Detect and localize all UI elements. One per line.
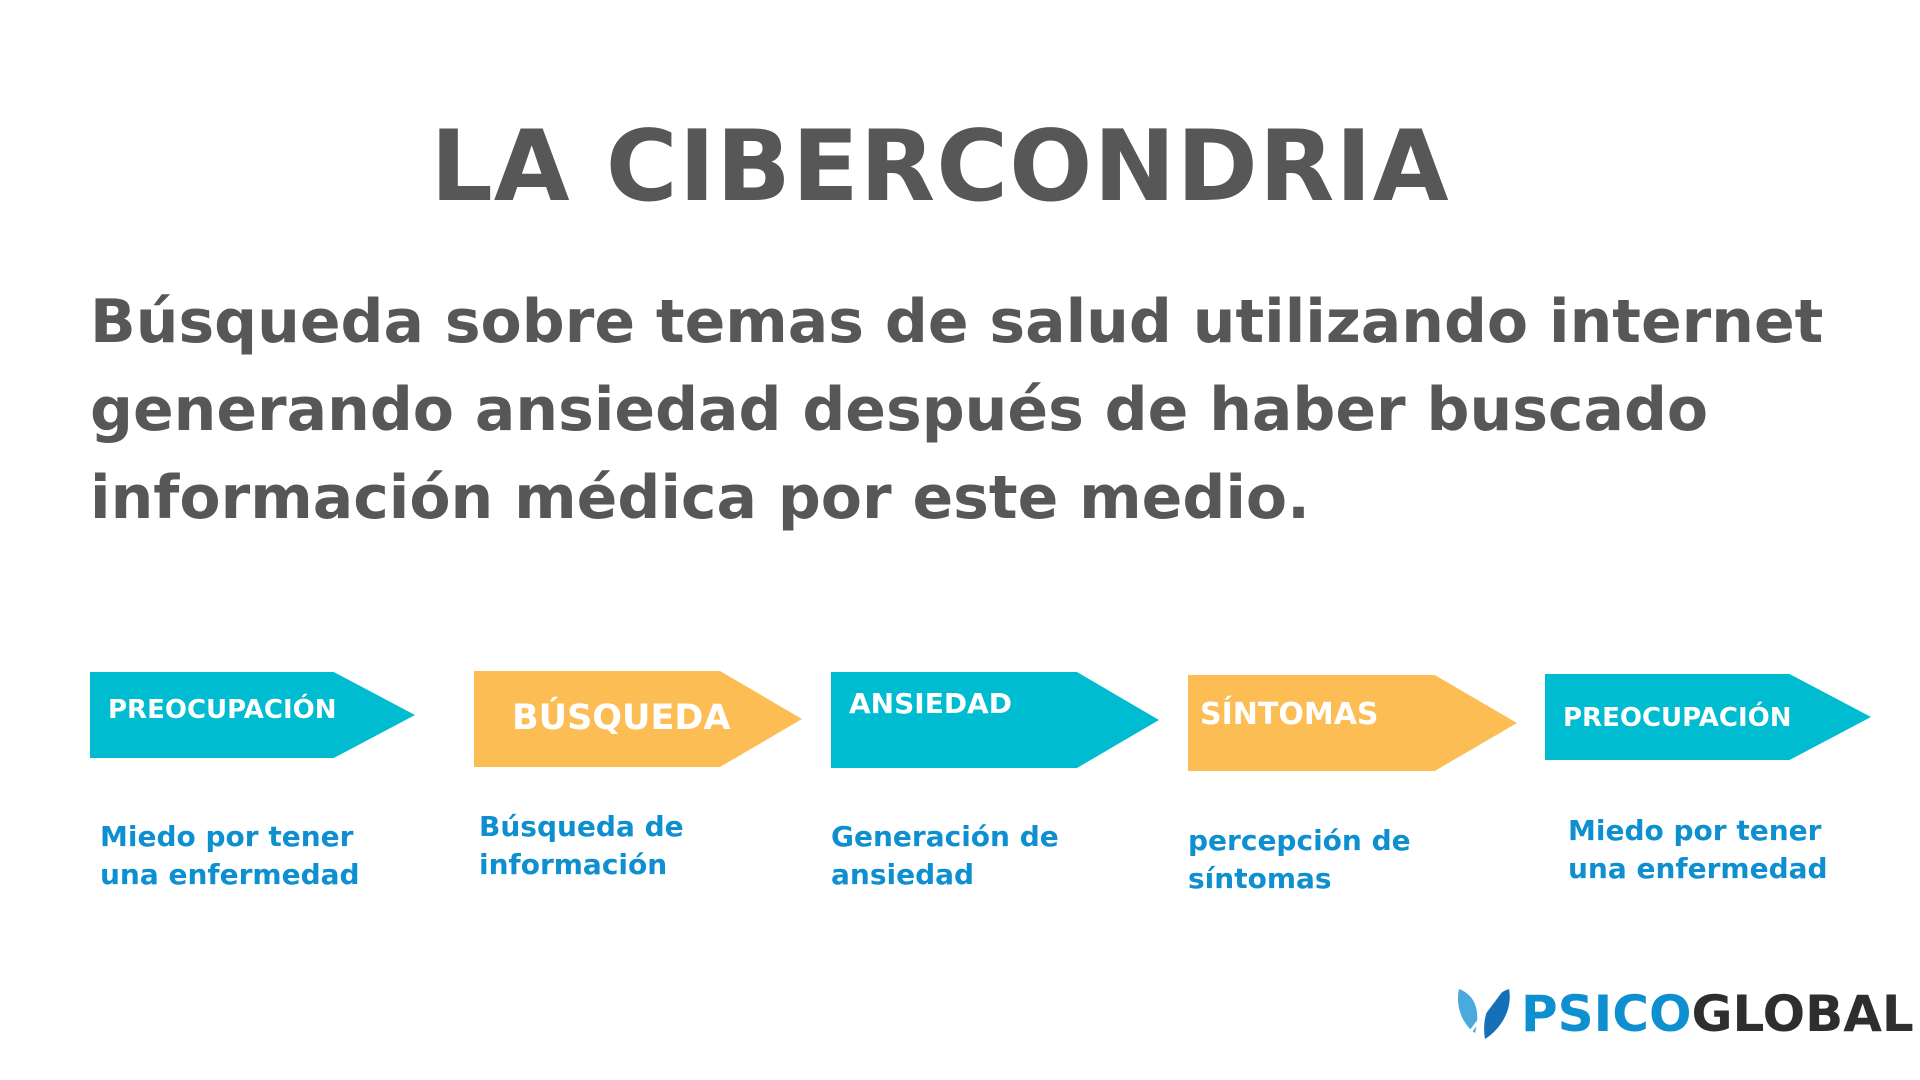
logo-text-psico: PSICO <box>1521 985 1692 1043</box>
step-label: PREOCUPACIÓN <box>1563 703 1792 733</box>
logo-text: PSICOGLOBAL <box>1521 989 1914 1039</box>
step-label: PREOCUPACIÓN <box>108 695 337 725</box>
step-description: Miedo por tener una enfermedad <box>100 818 400 894</box>
step-description-line: Miedo por tener <box>1568 814 1822 847</box>
step-label: SÍNTOMAS <box>1200 696 1379 732</box>
step-description-line: Búsqueda de <box>479 810 684 843</box>
step-description-line: síntomas <box>1188 862 1332 895</box>
leaf-icon <box>1457 989 1510 1040</box>
step-description-line: percepción de <box>1188 824 1411 857</box>
logo-text-global: GLOBAL <box>1691 985 1914 1043</box>
page-title: LA CIBERCONDRIA <box>430 110 1450 224</box>
step-description: Búsqueda de información <box>479 808 779 884</box>
step-description-line: una enfermedad <box>1568 852 1828 885</box>
step-description: percepción de síntomas <box>1188 822 1488 898</box>
step-description-line: ansiedad <box>831 858 975 891</box>
step-label: ANSIEDAD <box>849 686 1012 720</box>
step-description: Generación de ansiedad <box>831 818 1131 894</box>
definition-text: Búsqueda sobre temas de salud utilizando… <box>90 287 1824 533</box>
step-arrow-ansiedad: ANSIEDAD <box>831 672 1159 768</box>
step-description-line: información <box>479 848 668 881</box>
step-arrow-preocupacion-final: PREOCUPACIÓN <box>1545 674 1871 760</box>
step-label: BÚSQUEDA <box>512 698 731 738</box>
step-description-line: Miedo por tener <box>100 820 354 853</box>
step-arrow-sintomas: SÍNTOMAS <box>1188 675 1517 771</box>
psicoglobal-logo: PSICOGLOBAL <box>1455 985 1914 1043</box>
step-description-line: una enfermedad <box>100 858 360 891</box>
step-description: Miedo por tener una enfermedad <box>1568 812 1868 888</box>
step-arrow-preocupacion: PREOCUPACIÓN <box>90 672 415 758</box>
step-arrow-busqueda: BÚSQUEDA <box>474 671 802 767</box>
step-description-line: Generación de <box>831 820 1059 853</box>
